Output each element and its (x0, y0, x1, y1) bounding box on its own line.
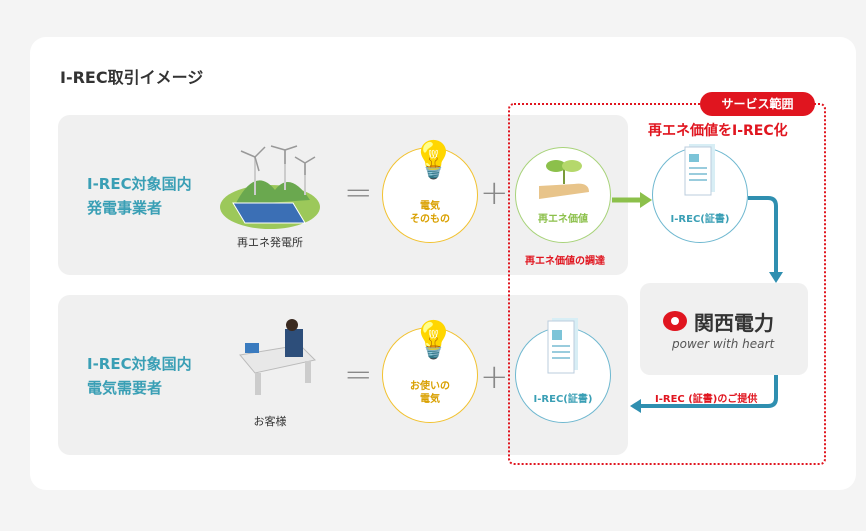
service-heading: 再エネ価値をI-REC化 (648, 123, 788, 139)
document-icon (547, 318, 578, 374)
electricity-circle: 💡 電気そのもの (382, 143, 478, 243)
plus-sign: + (480, 173, 509, 213)
customer-illustration (239, 319, 317, 395)
document-icon (684, 144, 715, 196)
power-plant-illustration (220, 145, 320, 229)
used-electricity-circle-line2: 電気 (420, 394, 440, 405)
kansai-logo-icon (663, 311, 687, 331)
blue-arrow-down (748, 196, 783, 283)
provide-label: I-REC (証書)のご提供 (655, 394, 758, 405)
consumer-label-line2: 電気需要者 (87, 379, 163, 397)
generator-label: I-REC対象国内発電事業者 (87, 172, 192, 220)
service-range-badge: サービス範囲 (700, 92, 815, 116)
diagram-title: I-REC取引イメージ (60, 68, 204, 87)
provider-name: 関西電力 (694, 311, 774, 335)
seedling-hand-icon (539, 160, 589, 199)
used-electricity-circle: 💡 お使いの電気 (382, 323, 478, 423)
kansai-electric-logo-box: 関西電力 power with heart (640, 283, 808, 375)
certificate-circle: I-REC(証書) (652, 144, 748, 243)
equals-sign: = (344, 173, 373, 213)
provider-tagline: power with heart (672, 337, 775, 351)
power-plant-caption: 再エネ発電所 (237, 236, 303, 249)
received-certificate-label: I-REC(証書) (533, 394, 593, 405)
customer-caption: お客様 (253, 415, 287, 428)
used-electricity-circle-line1: お使いの (410, 381, 450, 392)
blue-arrow-left (630, 375, 778, 413)
equals-sign: = (344, 355, 373, 395)
green-arrow (612, 192, 652, 208)
plus-sign: + (480, 357, 509, 397)
certificate-label: I-REC(証書) (670, 214, 730, 225)
renewable-value-circle: 再エネ価値 (515, 147, 611, 243)
electricity-circle-line2: そのもの (410, 214, 450, 225)
service-range-box (508, 103, 826, 465)
electricity-circle-line1: 電気 (420, 201, 440, 212)
generator-label-line1: I-REC対象国内 (87, 175, 192, 193)
procurement-caption: 再エネ価値の調達 (525, 256, 605, 267)
generator-label-line2: 発電事業者 (87, 199, 163, 217)
consumer-label: I-REC対象国内電気需要者 (87, 352, 192, 400)
consumer-label-line1: I-REC対象国内 (87, 355, 192, 373)
received-certificate-circle: I-REC(証書) (515, 318, 611, 423)
renewable-value-label: 再エネ価値 (538, 214, 588, 225)
